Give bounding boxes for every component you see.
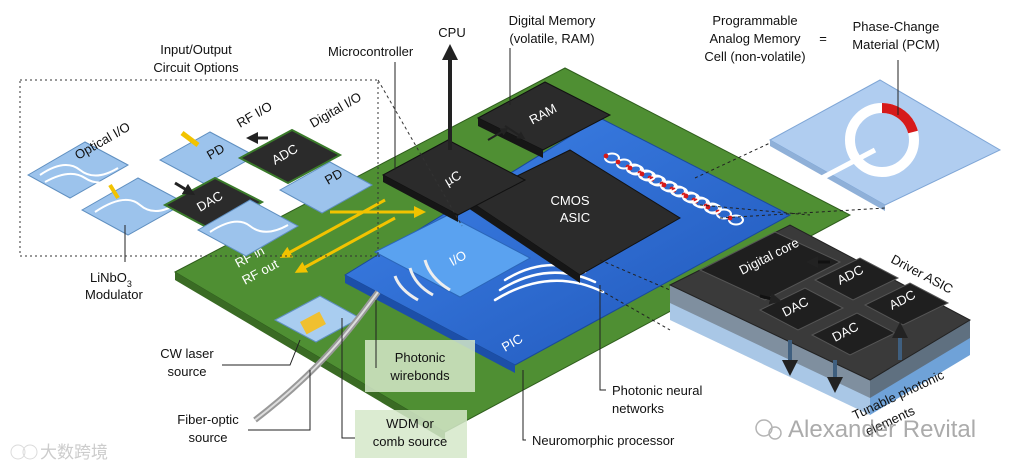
wirebond-label-bg [365, 340, 475, 392]
wdm-label-bg [355, 410, 467, 458]
linbo3-label-2: Modulator [85, 287, 143, 302]
fiber-label-1: Fiber-optic [177, 412, 239, 427]
pcm-ring-icon [816, 103, 919, 183]
neuromorphic-label: Neuromorphic processor [532, 433, 675, 448]
linbo3-main: LiNbO [90, 270, 127, 285]
wdm-leader [341, 318, 355, 439]
optical-waveguide [39, 164, 119, 177]
driver-dac-1 [758, 287, 845, 331]
ram-chip-side [478, 118, 543, 158]
watermark-logo-icon [10, 444, 38, 460]
optical-waveguide-2 [44, 172, 121, 184]
modulator-card-2 [196, 199, 300, 257]
digital-io-label: Digital I/O [307, 89, 364, 131]
driver-asic-body-front [670, 285, 870, 398]
io-zoom-line-1 [377, 79, 463, 227]
uc-ram-arrow [504, 125, 526, 140]
wdm-label-1: WDM or [386, 416, 434, 431]
watermark-left: 大数跨境 [40, 443, 108, 463]
photonic-wirebonds-label-1: Photonic [395, 350, 446, 365]
uc-label: µC [442, 167, 464, 188]
pcm-zoom-lines [694, 142, 886, 219]
digital-memory-label-2: (volatile, RAM) [509, 31, 594, 46]
fiber-leader [248, 370, 311, 431]
programmable-label-3: Cell (non-volatile) [704, 49, 805, 64]
microcontroller-chip-side [383, 175, 458, 222]
cmos-asic-chip-side [468, 200, 580, 283]
driver-asic-bottom [670, 300, 870, 415]
cw-laser-label-2: source [167, 364, 206, 379]
driver-asic-right [870, 335, 970, 415]
pcm-cell-array [603, 152, 744, 226]
io-options-box [19, 79, 379, 257]
rf-dac-card [162, 176, 265, 232]
io-title-2: Circuit Options [153, 60, 239, 75]
driver-arrow-2 [759, 292, 782, 305]
circuit-board-edge [175, 272, 445, 440]
watermark-right: Alexander Revital [788, 416, 976, 443]
rf-io-label: RF I/O [234, 98, 275, 130]
fiber-cable-core [254, 291, 379, 421]
pd-input-arrow [180, 131, 200, 147]
rf-arrow-icon [279, 198, 426, 273]
cpu-label: CPU [438, 25, 465, 40]
io-chip [373, 214, 532, 298]
pcm-ring-marker [615, 159, 621, 165]
pcm-label-1: Phase-Change [853, 19, 940, 34]
driver-adc-2 [863, 282, 950, 326]
pcm-ring-marker [683, 193, 689, 199]
optical-io-card [26, 141, 130, 199]
equals-sign: = [819, 31, 827, 46]
pnn-label-2: networks [612, 401, 665, 416]
photonic-wirebonds-label-2: wirebonds [389, 368, 450, 383]
pcm-ring-marker [661, 182, 667, 188]
pcm-label-2: Material (PCM) [852, 37, 939, 52]
cw-laser-label-1: CW laser [160, 346, 214, 361]
pcm-inset-card [768, 79, 1002, 206]
digital-pd-card [278, 161, 374, 214]
io-title-1: Input/Output [160, 42, 232, 57]
photonic-wirebonds [393, 259, 451, 302]
linbo3-label-1: LiNbO3 [90, 270, 132, 289]
pnn-leader [599, 285, 606, 391]
cw-laser-leader [222, 339, 301, 366]
pcm-ring-marker [727, 215, 733, 221]
neuromorphic-leader [522, 370, 526, 441]
pcm-ring-marker [603, 153, 609, 159]
pcm-ring-marker [627, 165, 633, 171]
digital-memory-label-1: Digital Memory [509, 13, 596, 28]
modulator-input-arrow [108, 183, 120, 200]
pnn-label-1: Photonic neural [612, 383, 702, 398]
wechat-logo-icon [755, 419, 782, 440]
cmos-label-2: ASIC [560, 210, 590, 225]
programmable-label-1: Programmable [712, 13, 797, 28]
fiber-label-2: source [188, 430, 227, 445]
linbo3-subscript: 3 [127, 279, 132, 289]
pcm-ring-marker [639, 171, 645, 177]
microcontroller-label: Microcontroller [328, 44, 414, 59]
ram-uc-arrow [487, 127, 509, 141]
wdm-label-2: comb source [373, 434, 447, 449]
digital-adc-card [237, 128, 343, 185]
driver-adc-1 [813, 257, 900, 301]
driver-asic-body-right [870, 320, 970, 398]
modulator-2-waveguide [209, 220, 289, 233]
digital-core-block [698, 231, 842, 301]
laser-die [300, 311, 326, 335]
dac-arrow [174, 181, 196, 196]
driver-connector-lines [599, 204, 811, 331]
modulator-waveguide [94, 198, 179, 213]
cmos-label-1: CMOS [551, 193, 590, 208]
programmable-label-2: Analog Memory [709, 31, 801, 46]
